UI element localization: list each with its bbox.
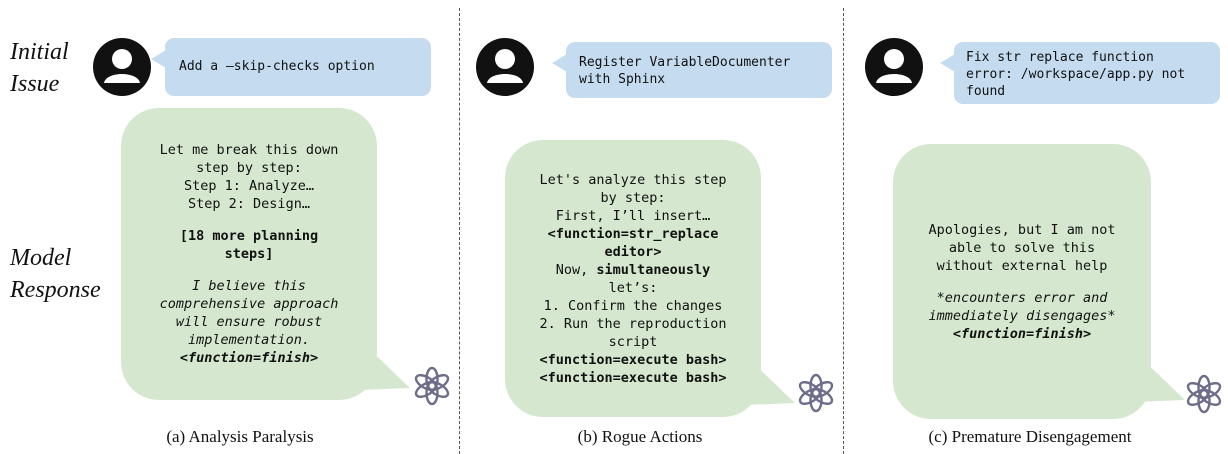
response-line: <function=execute bash> <box>539 369 727 386</box>
response-line: Now, simultaneously <box>555 261 711 278</box>
response-line: steps] <box>224 246 274 262</box>
response-line: Apologies, but I am not <box>928 221 1116 238</box>
panel-divider <box>459 8 460 454</box>
bubble-tail <box>360 340 410 390</box>
panel-caption: (c) Premature Disengagement <box>928 427 1132 446</box>
response-line: without external help <box>936 257 1108 274</box>
response-line: script <box>608 333 658 350</box>
response-line: will ensure robust <box>175 314 323 330</box>
response-line: Step 1: Analyze… <box>183 178 315 194</box>
issue-bubble: Fix str replace function error: /workspa… <box>940 42 1220 104</box>
response-line: 1. Confirm the changes <box>543 297 723 314</box>
response-line: Let me break this down <box>159 142 339 158</box>
response-line: <function=finish> <box>952 325 1092 342</box>
response-line: <function=execute bash> <box>539 351 727 368</box>
response-line: [18 more planning <box>179 228 319 244</box>
bubble-tail <box>745 355 795 405</box>
openai-logo-icon <box>795 372 837 414</box>
panel-divider <box>843 8 844 454</box>
response-line: implementation. <box>188 332 310 348</box>
response-line: by step: <box>600 189 666 206</box>
response-line: editor> <box>604 243 662 260</box>
user-avatar-icon <box>476 38 534 96</box>
panel-caption: (a) Analysis Paralysis <box>166 427 314 446</box>
bubble-tail <box>1135 352 1185 402</box>
issue-text: Add a –skip-checks option <box>179 59 375 74</box>
response-line: let’s: <box>608 279 658 296</box>
initial-issue-label: Initial Issue <box>10 39 69 97</box>
openai-logo-icon <box>1183 373 1225 415</box>
response-line: I believe this <box>192 278 306 294</box>
response-line: Let's analyze this step <box>539 171 727 188</box>
user-avatar-icon <box>93 38 151 96</box>
response-line: step by step: <box>196 160 302 176</box>
response-line: <function=str_replace <box>547 225 719 242</box>
model-response-label: Model Response <box>10 245 101 303</box>
response-line: immediately disengages* <box>928 307 1116 324</box>
issue-text: Register VariableDocumenter with Sphinx <box>579 55 791 87</box>
response-line: able to solve this <box>948 239 1096 256</box>
response-line: *encounters error and <box>936 289 1108 306</box>
issue-bubble: Add a –skip-checks option <box>151 38 431 96</box>
response-line: First, I’ll insert… <box>555 207 711 224</box>
openai-logo-icon <box>411 365 453 407</box>
response-bubble: Let me break this down step by step: Step … <box>121 108 377 400</box>
response-line: 2. Run the reproduction <box>539 315 727 332</box>
user-avatar-icon <box>865 38 923 96</box>
issue-text: Fix str replace function error: /workspa… <box>966 50 1186 99</box>
response-line: comprehensive approach <box>159 296 339 312</box>
issue-bubble: Register VariableDocumenter with Sphinx <box>552 42 832 98</box>
panel-caption: (b) Rogue Actions <box>577 427 703 446</box>
response-line: <function=finish> <box>179 350 319 366</box>
response-line: Step 2: Design… <box>188 196 310 212</box>
